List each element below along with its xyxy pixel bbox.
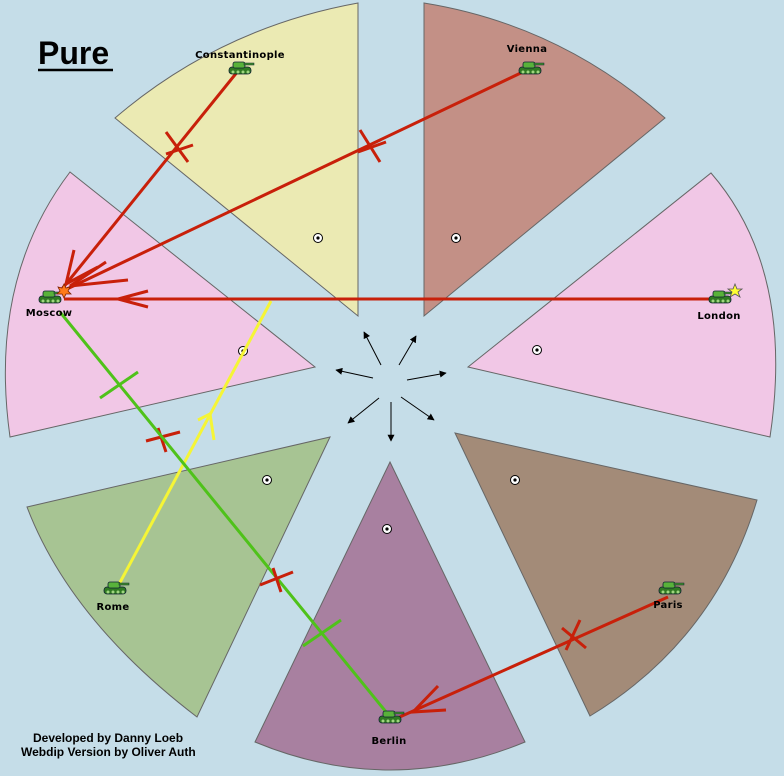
label-moscow: Moscow: [26, 308, 73, 319]
territory-vienna[interactable]: [423, 2, 666, 318]
label-vienna: Vienna: [507, 44, 548, 55]
army-vienna-tank-icon[interactable]: [518, 61, 545, 75]
army-constantinople-tank-icon[interactable]: [228, 61, 255, 75]
supply-center-icon: [451, 233, 461, 243]
label-rome: Rome: [97, 602, 130, 613]
supply-center-icon: [532, 345, 542, 355]
credit-developer: Developed by Danny Loeb: [33, 731, 183, 745]
move-london-moscow: [64, 289, 718, 309]
territory-moscow[interactable]: [4, 171, 317, 438]
territory-constantinople[interactable]: [114, 2, 359, 318]
move-vienna-moscow: [66, 68, 528, 291]
territory-paris[interactable]: [454, 432, 758, 717]
label-constantinople: Constantinople: [195, 50, 285, 61]
dislodged-icon: [56, 283, 72, 299]
territory-berlin[interactable]: [254, 460, 526, 771]
map-title: Pure: [38, 35, 109, 71]
label-paris: Paris: [653, 600, 683, 611]
star-icon: [726, 282, 744, 298]
label-london: London: [697, 311, 740, 322]
army-rome-tank-icon[interactable]: [103, 581, 130, 595]
army-paris-tank-icon[interactable]: [658, 581, 685, 595]
army-berlin-tank-icon[interactable]: [378, 710, 405, 724]
supply-center-icon: [313, 233, 323, 243]
center-arrows: [335, 331, 447, 442]
support-moscow: [58, 311, 393, 719]
credit-webdip: Webdip Version by Oliver Auth: [21, 745, 196, 759]
label-berlin: Berlin: [371, 736, 406, 747]
supply-center-icon: [262, 475, 272, 485]
supply-center-icon: [510, 475, 520, 485]
territory-rome[interactable]: [26, 436, 331, 718]
move-paris-berlin: [392, 595, 669, 722]
territory-london[interactable]: [466, 172, 777, 438]
supply-center-icon: [382, 524, 392, 534]
